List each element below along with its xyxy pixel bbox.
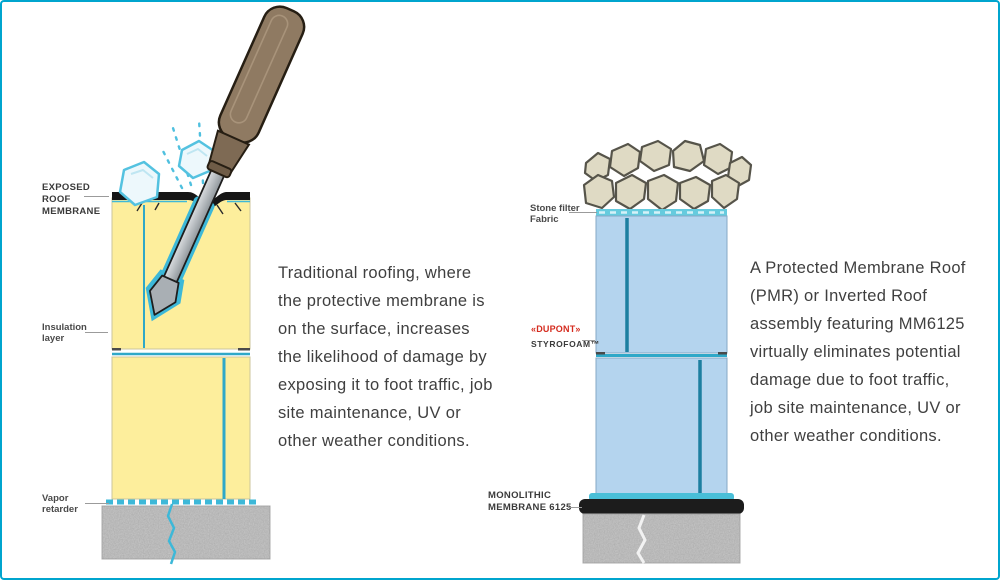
concrete-deck — [101, 503, 271, 565]
label-exposed-roof-membrane: EXPOSED ROOF MEMBRANE — [42, 182, 101, 217]
traditional-roof-caption: Traditional roofing, where the protectiv… — [278, 264, 493, 450]
leader-line — [85, 332, 108, 333]
label-insulation-layer: Insulation layer — [42, 322, 87, 344]
label-monolithic-membrane: MONOLITHIC MEMBRANE 6125 — [488, 490, 572, 513]
leader-line — [582, 340, 595, 341]
insulation-layer-yellow — [111, 197, 251, 500]
leader-line — [84, 196, 109, 197]
label-styrofoam: STYROFOAM™ — [531, 339, 600, 349]
dupont-logo: «DUPONT» — [531, 324, 581, 334]
pmr-roof-caption: A Protected Membrane Roof (PMR) or Inver… — [750, 259, 966, 445]
leader-line — [569, 212, 597, 213]
styrofoam-insulation-blue — [595, 215, 728, 496]
water-leak-crack — [166, 503, 177, 565]
pmr-roof-illustration — [579, 139, 753, 564]
label-vapor-retarder: Vapor retarder — [42, 493, 78, 515]
hail-stone-icon — [118, 139, 216, 207]
traditional-roof-illustration — [101, 5, 306, 565]
leader-line — [85, 503, 109, 504]
ballast-stones — [582, 139, 753, 212]
leader-line — [568, 507, 582, 508]
stone-filter-fabric-layer — [596, 209, 727, 216]
screwdriver-icon — [145, 5, 306, 322]
label-stone-filter-fabric: Stone filter Fabric — [530, 203, 580, 225]
concrete-deck — [582, 513, 741, 564]
monolithic-membrane-layer — [579, 493, 744, 514]
dry-crack — [636, 514, 647, 564]
